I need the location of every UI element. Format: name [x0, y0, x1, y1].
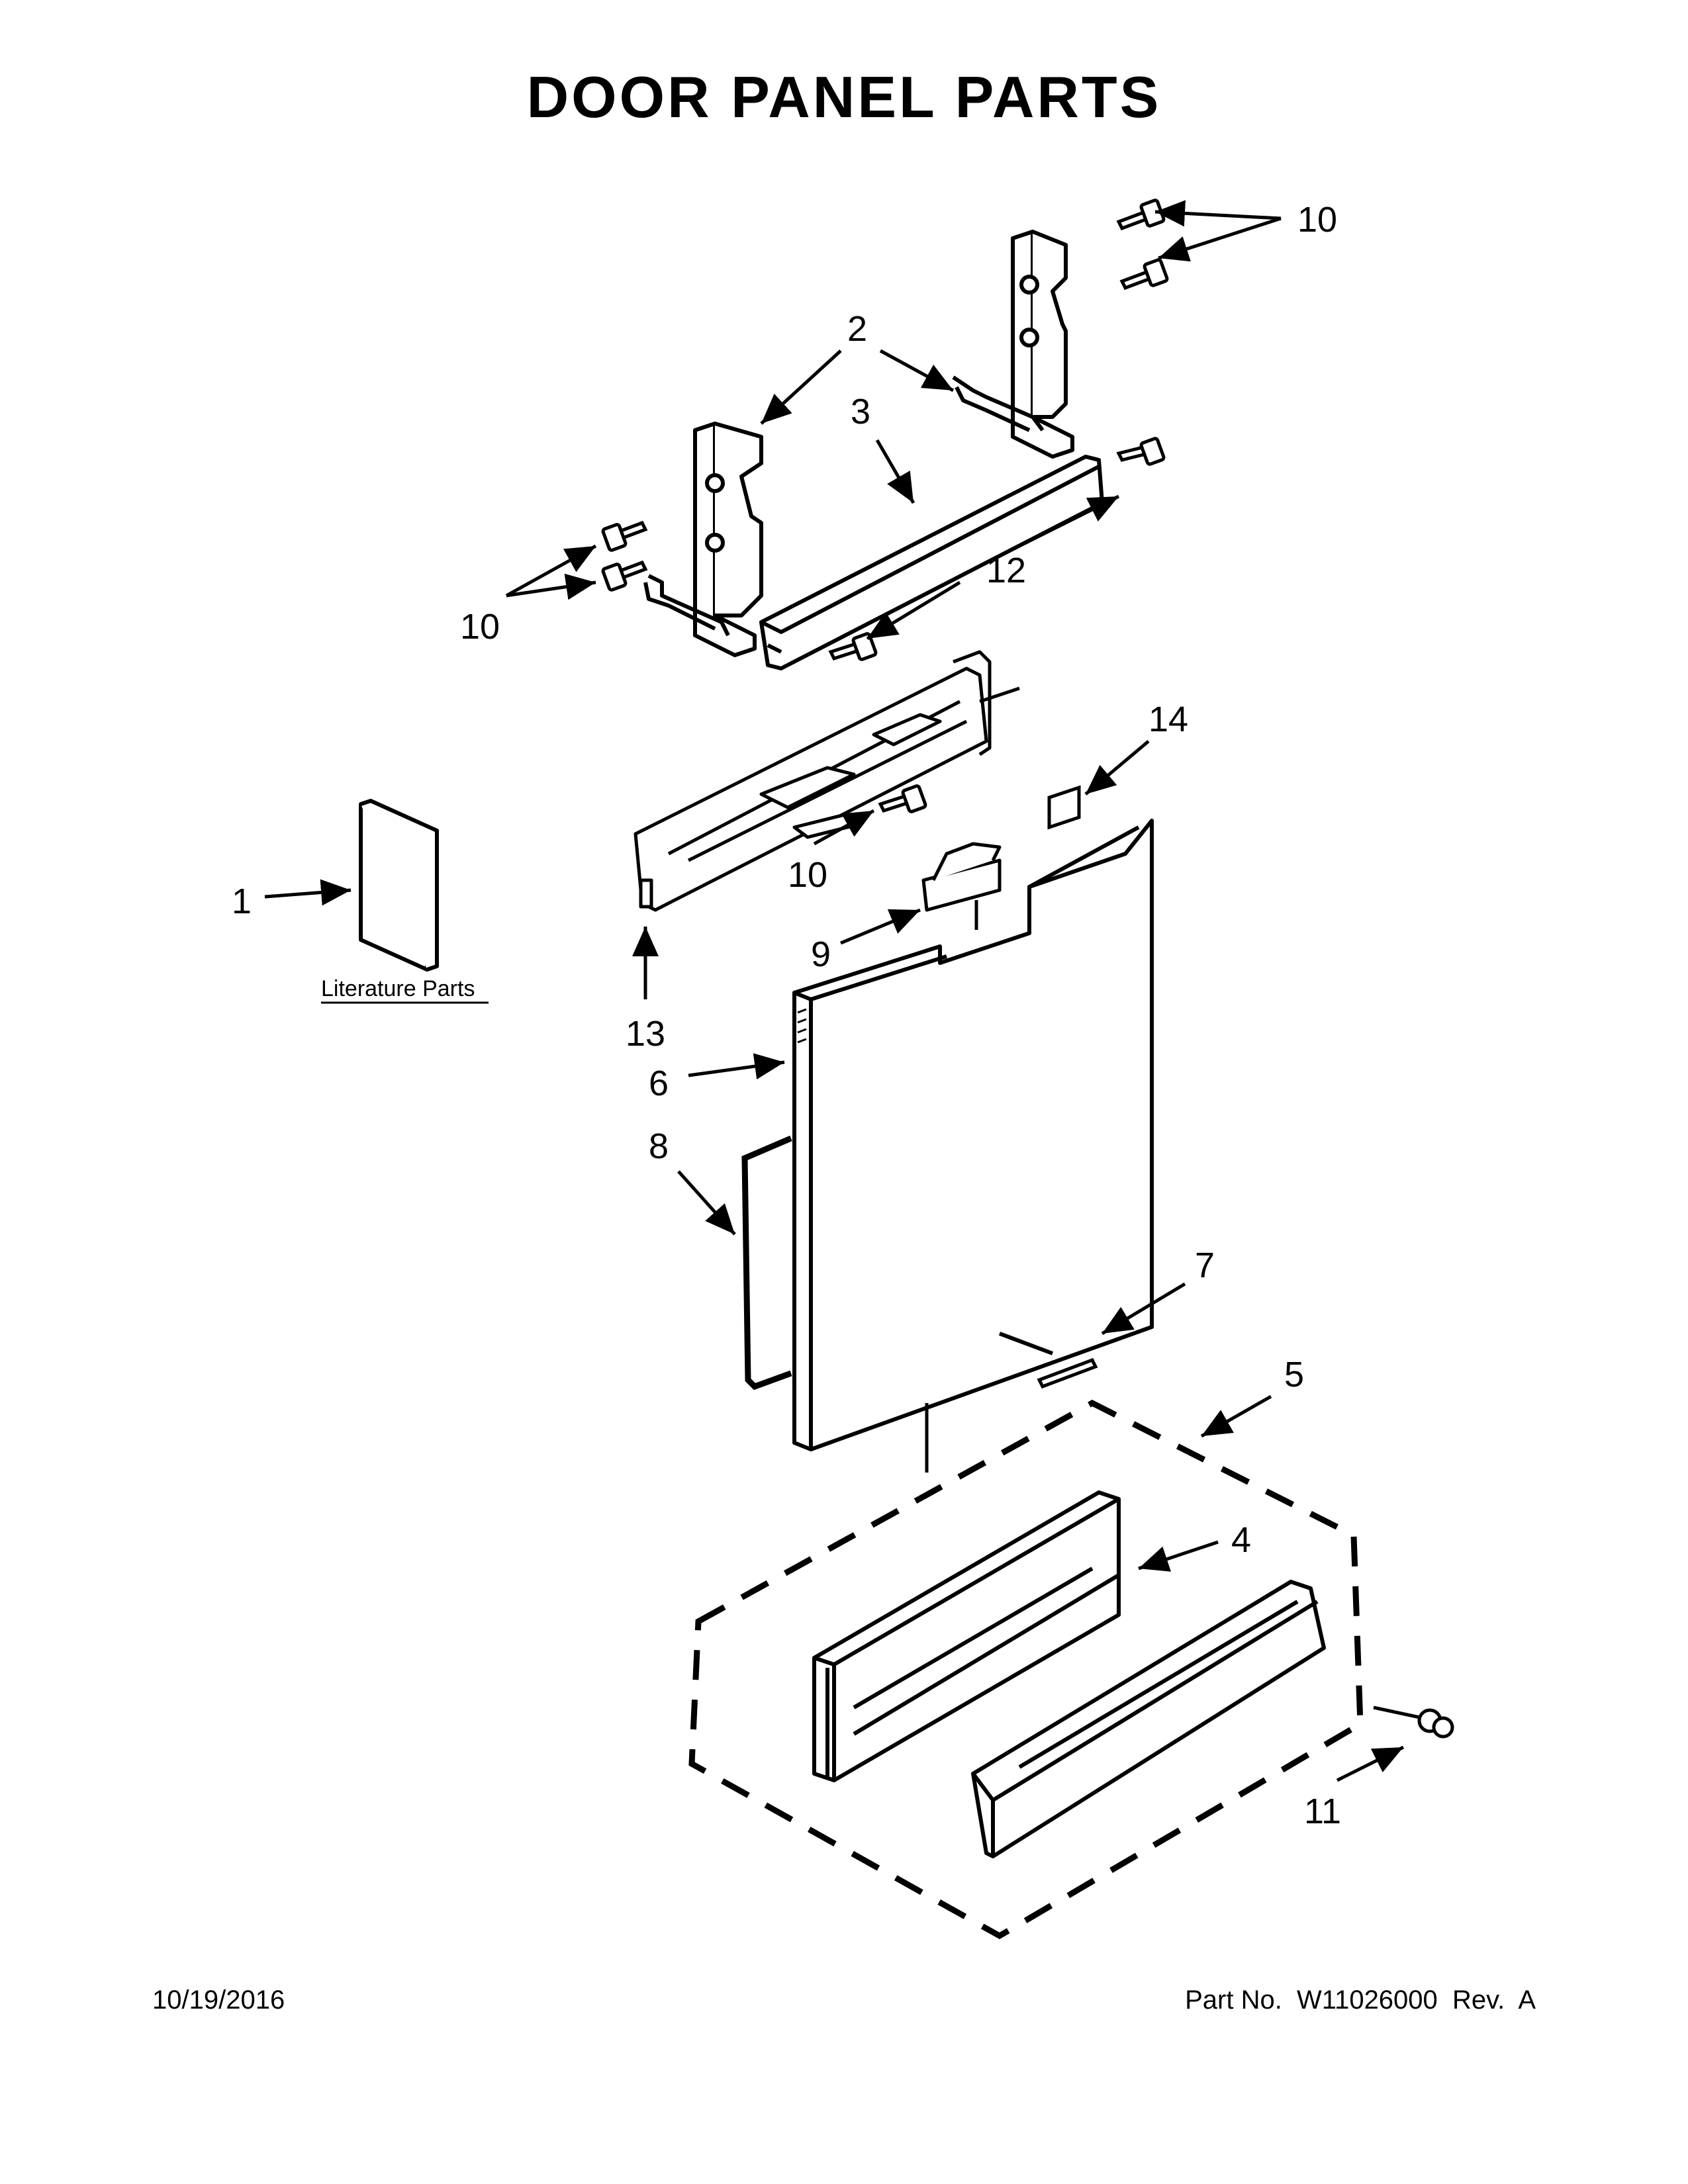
callout-number: 11 — [1304, 1792, 1341, 1831]
callout-number: 5 — [1284, 1355, 1304, 1394]
callout-number: 6 — [649, 1064, 669, 1103]
literature-booklet — [359, 799, 439, 972]
callout-number: 3 — [851, 392, 870, 432]
bracket-rail — [759, 455, 1104, 670]
door-center-lines — [925, 900, 1421, 1719]
callout-number: 4 — [1231, 1520, 1251, 1560]
control-console — [633, 650, 1020, 912]
label-plate — [1047, 785, 1081, 830]
callout-number: 13 — [626, 1014, 665, 1054]
door-gasket — [741, 1135, 792, 1390]
toe-panel-kit-frame — [688, 1399, 1364, 1940]
callout-numbers: 10 2 3 10 12 14 10 1 9 13 6 8 7 5 4 11 — [232, 200, 1341, 1831]
footer-part-number: Part No. W11026000 Rev. A — [1185, 1985, 1536, 2015]
toe-panel-insulation — [812, 1490, 1121, 1782]
callout-number: 10 — [788, 855, 827, 895]
screws — [601, 199, 1454, 1739]
callout-number: 8 — [649, 1126, 669, 1166]
page-title: DOOR PANEL PARTS — [526, 64, 1162, 130]
door-panel — [792, 819, 1154, 1451]
door-handle — [921, 842, 1002, 912]
mounting-bracket-left — [643, 422, 763, 657]
callout-number: 2 — [847, 309, 867, 349]
footer-date: 10/19/2016 — [152, 1985, 285, 2015]
mounting-bracket-right — [952, 230, 1074, 459]
callout-number: 7 — [1195, 1246, 1215, 1285]
nameplate — [998, 1332, 1098, 1389]
callout-number: 9 — [811, 934, 831, 974]
callout-number: 10 — [1297, 200, 1337, 240]
toe-panel — [971, 1580, 1326, 1858]
callout-number: 1 — [232, 882, 252, 921]
callout-leaders — [264, 200, 1405, 1782]
callout-number: 12 — [986, 551, 1026, 590]
callout-number: 10 — [460, 607, 500, 647]
callout-number: 14 — [1149, 700, 1188, 739]
literature-parts-label: Literature Parts — [321, 976, 475, 1001]
